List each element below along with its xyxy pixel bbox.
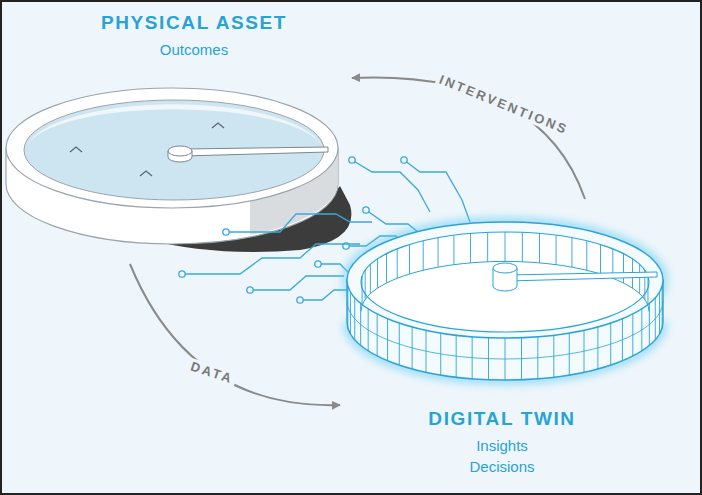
data-arrow (130, 264, 340, 405)
tank-hub-top (168, 146, 192, 156)
digital-twin-tank (347, 222, 663, 380)
node-subtext: Outcomes (74, 39, 314, 60)
node-subtext: Decisions (402, 456, 602, 477)
node-text-block: PHYSICAL ASSET Outcomes (74, 12, 314, 60)
tank-inner-wall (26, 104, 322, 146)
node-heading: DIGITAL TWIN (402, 408, 602, 430)
node-heading: PHYSICAL ASSET (74, 12, 314, 34)
tank-arm (184, 147, 328, 156)
node-subtext: Insights (402, 435, 602, 456)
tank-rim (6, 88, 338, 208)
digital-twin-node: DIGITAL TWIN InsightsDecisions (342, 205, 674, 488)
node-text-block: DIGITAL TWIN InsightsDecisions (402, 408, 602, 477)
physical-asset-node: PHYSICAL ASSET Outcomes (4, 8, 349, 258)
